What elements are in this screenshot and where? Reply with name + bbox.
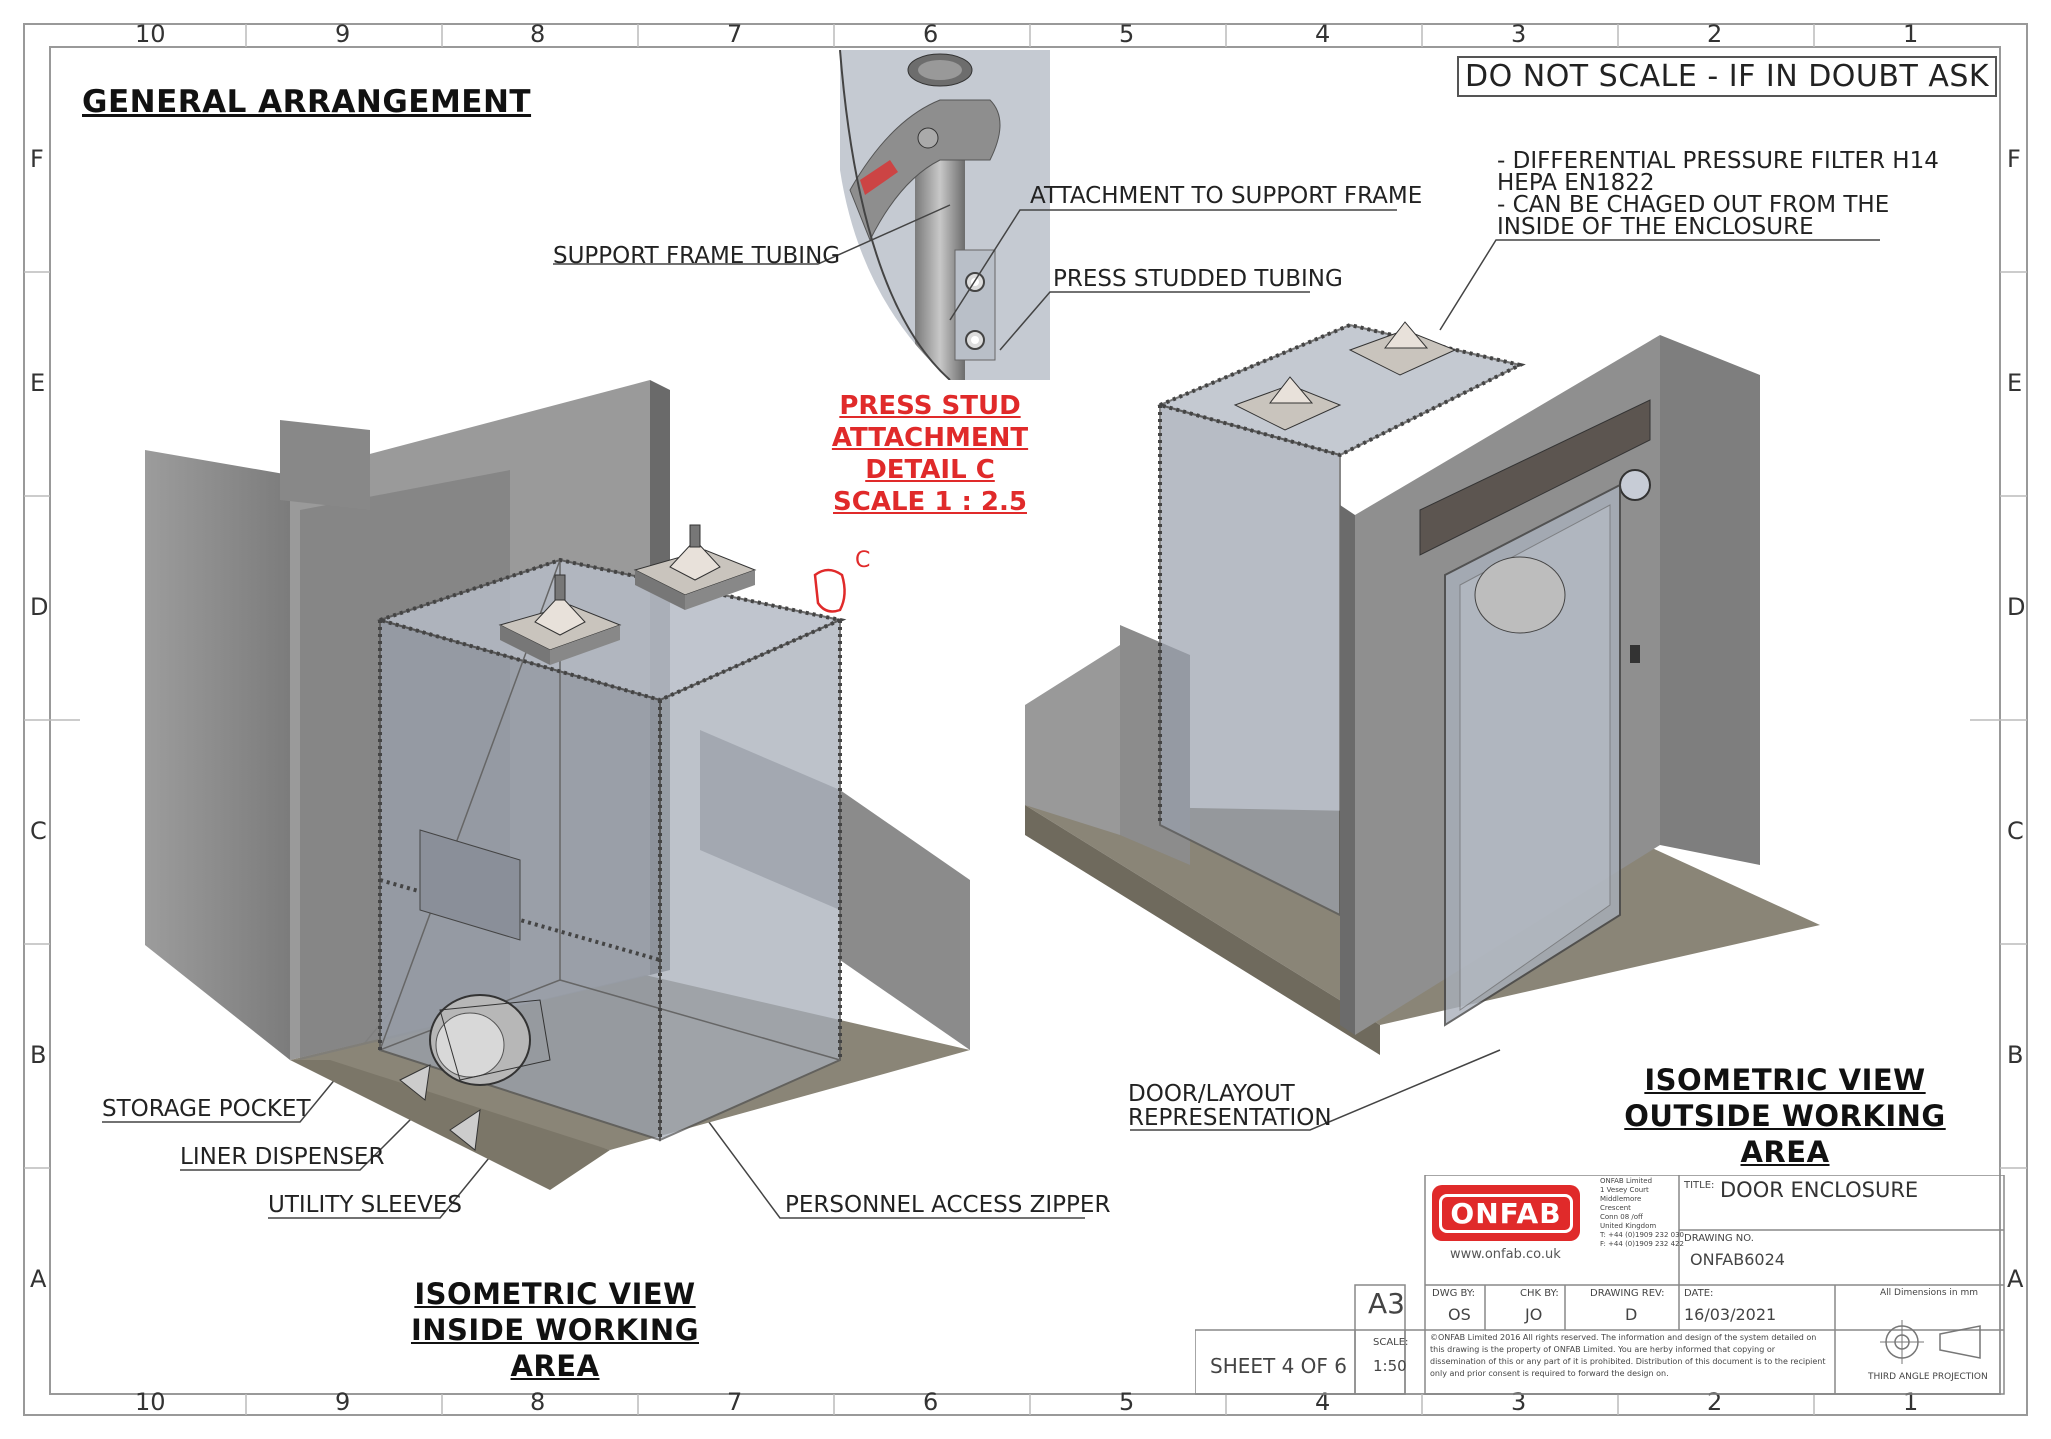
col-label: 6: [923, 1388, 939, 1416]
row-label: E: [30, 369, 46, 397]
detail-c-drawing: [839, 50, 1050, 380]
detail-title-line: SCALE 1 : 2.5: [833, 487, 1027, 517]
detail-title-line: PRESS STUD ATTACHMENT: [831, 391, 1029, 453]
row-label: F: [30, 145, 44, 173]
col-label: 3: [1511, 1388, 1527, 1416]
title-label: TITLE:: [1684, 1180, 1715, 1191]
col-label: 10: [135, 1388, 166, 1416]
rev: D: [1625, 1305, 1638, 1324]
col-label: 8: [530, 20, 546, 48]
col-label: 8: [530, 1388, 546, 1416]
col-label: 7: [727, 1388, 743, 1416]
isometric-inside-view: [145, 380, 970, 1190]
filter-line: INSIDE OF THE ENCLOSURE: [1497, 214, 1814, 240]
col-label: 7: [727, 20, 743, 48]
row-label: D: [2007, 593, 2026, 621]
copyright-notice: ©ONFAB Limited 2016 All rights reserved.…: [1430, 1333, 1826, 1378]
dims-note: All Dimensions in mm: [1880, 1288, 1979, 1298]
col-label: 1: [1903, 1388, 1919, 1416]
label-personnel-zipper: PERSONNEL ACCESS ZIPPER: [785, 1192, 1111, 1218]
filter-line: HEPA EN1822: [1497, 170, 1655, 196]
filter-line: - DIFFERENTIAL PRESSURE FILTER H14: [1497, 148, 1939, 174]
col-label: 9: [335, 20, 351, 48]
row-label: B: [30, 1041, 47, 1069]
drawing-no-label: DRAWING NO.: [1684, 1233, 1754, 1244]
rev-label: DRAWING REV:: [1590, 1288, 1665, 1299]
page-title: GENERAL ARRANGEMENT: [82, 84, 532, 120]
filter-line: - CAN BE CHAGED OUT FROM THE: [1497, 192, 1890, 218]
address-line: Crescent: [1600, 1204, 1631, 1212]
address-line: F: +44 (0)1909 232 422: [1600, 1240, 1684, 1248]
row-label: E: [2007, 369, 2023, 397]
row-label: B: [2007, 1041, 2024, 1069]
hepa-filter-right: [633, 524, 757, 610]
view-title-inside: ISOMETRIC VIEW INSIDE WORKING AREA: [370, 1276, 740, 1384]
isometric-outside-view: [1025, 321, 1820, 1055]
col-label: 3: [1511, 20, 1527, 48]
logo-text: ONFAB: [1439, 1193, 1573, 1233]
door-layout-line: DOOR/LAYOUT: [1128, 1081, 1295, 1107]
col-label: 4: [1315, 20, 1331, 48]
col-label: 1: [1903, 20, 1919, 48]
website: www.onfab.co.uk: [1450, 1247, 1561, 1262]
detail-marker: C: [855, 548, 871, 573]
col-label: 9: [335, 1388, 351, 1416]
label-hepa-filter: - DIFFERENTIAL PRESSURE FILTER H14 HEPA …: [1497, 148, 1939, 240]
label-attachment-support-frame: ATTACHMENT TO SUPPORT FRAME: [1030, 183, 1423, 209]
row-label: F: [2007, 145, 2021, 173]
dwg-by: OS: [1448, 1305, 1471, 1324]
label-liner-dispenser: LINER DISPENSER: [180, 1144, 385, 1170]
address-line: United Kingdom: [1600, 1222, 1657, 1230]
chk-by: JO: [1525, 1305, 1543, 1324]
date-label: DATE:: [1684, 1288, 1714, 1299]
row-label: C: [30, 817, 47, 845]
view-title-line: OUTSIDE WORKING AREA: [1624, 1099, 1946, 1169]
sheet-size: A3: [1368, 1287, 1405, 1320]
col-label: 10: [135, 20, 166, 48]
dwg-by-label: DWG BY:: [1432, 1288, 1475, 1299]
col-label: 5: [1119, 20, 1135, 48]
sheet-number: SHEET 4 OF 6: [1210, 1354, 1347, 1378]
label-press-studded-tubing: PRESS STUDDED TUBING: [1053, 266, 1343, 292]
view-title-line: ISOMETRIC VIEW: [414, 1277, 696, 1311]
scale-warning-box: DO NOT SCALE - IF IN DOUBT ASK: [1457, 56, 1998, 97]
third-angle-projection-icon: [1880, 1320, 1981, 1364]
detail-c-title: PRESS STUD ATTACHMENT DETAIL C SCALE 1 :…: [760, 390, 1100, 518]
drawing-title: DOOR ENCLOSURE: [1720, 1178, 1919, 1202]
projection-label: THIRD ANGLE PROJECTION: [1868, 1372, 1988, 1382]
row-label: A: [2007, 1265, 2024, 1293]
view-title-line: INSIDE WORKING AREA: [410, 1313, 700, 1383]
chk-by-label: CHK BY:: [1520, 1288, 1559, 1299]
address-line: 1 Vesey Court: [1600, 1186, 1649, 1194]
address-line: Conn 08 /off: [1600, 1213, 1643, 1221]
label-door-layout: DOOR/LAYOUT REPRESENTATION: [1128, 1082, 1332, 1130]
hepa-filter-left: [498, 574, 622, 665]
row-label: A: [30, 1265, 47, 1293]
address-line: Middlemore: [1600, 1195, 1642, 1203]
row-label: C: [2007, 817, 2024, 845]
row-label: D: [30, 593, 49, 621]
company-address: ONFAB Limited 1 Vesey Court Middlemore C…: [1600, 1177, 1684, 1249]
title-block-grid: [1195, 1175, 2005, 1395]
address-line: ONFAB Limited: [1600, 1177, 1653, 1185]
date: 16/03/2021: [1684, 1305, 1777, 1324]
onfab-logo: ONFAB: [1432, 1185, 1580, 1241]
door-layout-line: REPRESENTATION: [1128, 1105, 1332, 1131]
address-line: T: +44 (0)1909 232 030: [1600, 1231, 1684, 1239]
col-label: 6: [923, 20, 939, 48]
view-title-line: ISOMETRIC VIEW: [1644, 1063, 1926, 1097]
label-storage-pocket: STORAGE POCKET: [102, 1096, 311, 1122]
drawing-no: ONFAB6024: [1690, 1250, 1785, 1269]
detail-title-line: DETAIL C: [865, 455, 995, 485]
label-support-frame-tubing: SUPPORT FRAME TUBING: [553, 243, 841, 269]
scale: 1:50: [1373, 1357, 1407, 1375]
col-label: 2: [1707, 1388, 1723, 1416]
col-label: 4: [1315, 1388, 1331, 1416]
label-utility-sleeves: UTILITY SLEEVES: [268, 1192, 463, 1218]
col-label: 5: [1119, 1388, 1135, 1416]
col-label: 2: [1707, 20, 1723, 48]
scale-label: SCALE:: [1373, 1337, 1409, 1348]
view-title-outside: ISOMETRIC VIEW OUTSIDE WORKING AREA: [1590, 1062, 1980, 1170]
